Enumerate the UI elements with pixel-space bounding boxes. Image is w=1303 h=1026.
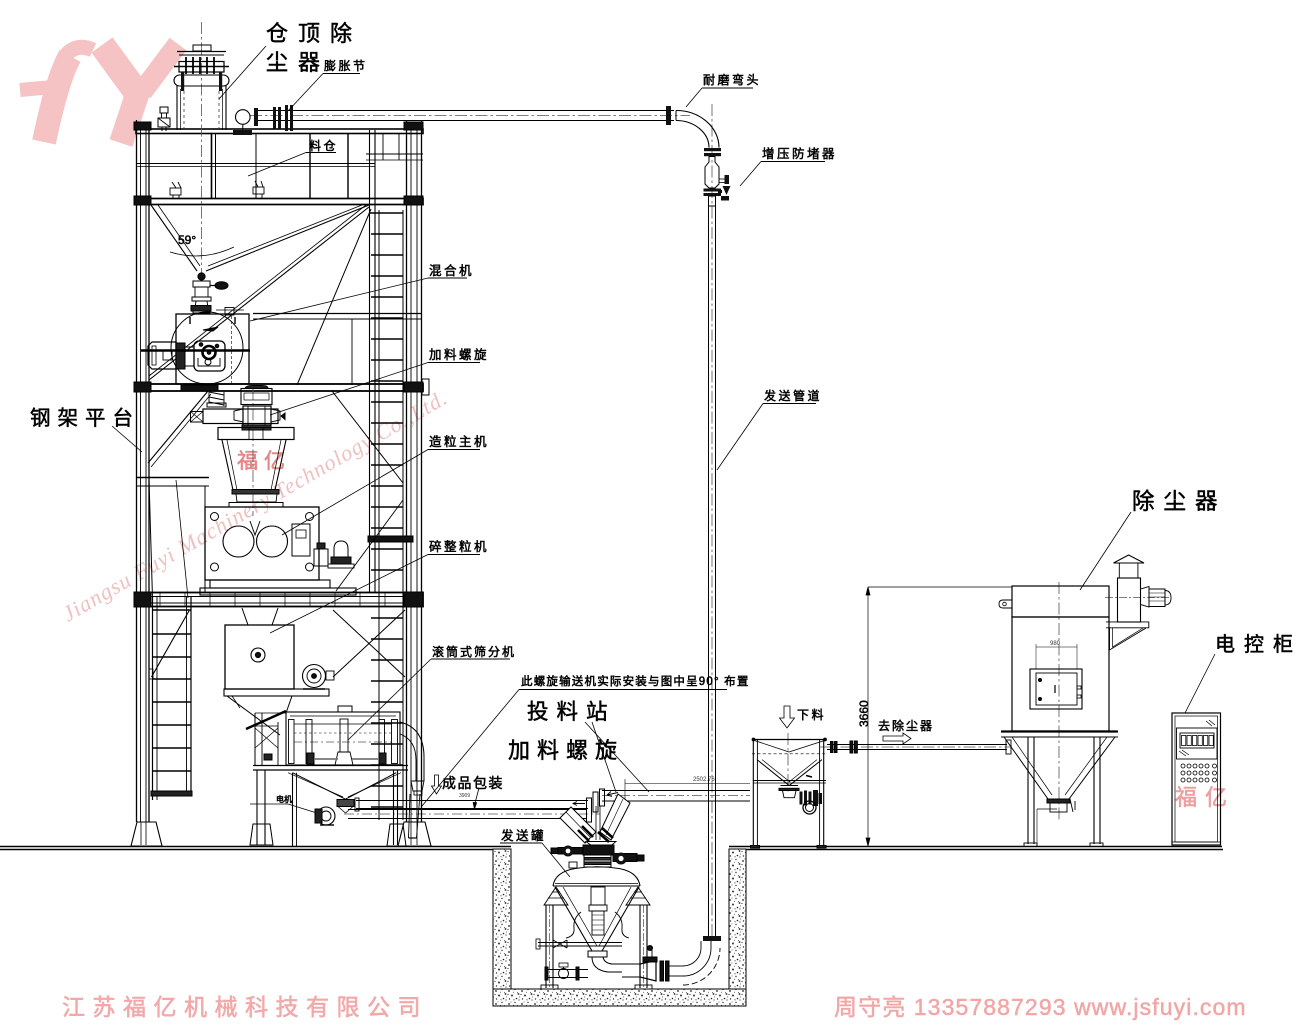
svg-text:仓顶除: 仓顶除 xyxy=(266,21,362,46)
svg-text:增压防堵器: 增压防堵器 xyxy=(762,146,837,161)
svg-text:滚筒式筛分机: 滚筒式筛分机 xyxy=(432,644,516,659)
svg-text:尘器: 尘器 xyxy=(266,50,330,75)
svg-text:膨胀节: 膨胀节 xyxy=(324,59,368,73)
svg-text:去除尘器: 去除尘器 xyxy=(878,718,934,733)
svg-text:周守亮 13357887293 www.jsfuyi.c: 周守亮 13357887293 www.jsfuyi.com xyxy=(834,994,1247,1020)
svg-text:发送罐: 发送罐 xyxy=(501,828,546,843)
svg-text:钢架平台: 钢架平台 xyxy=(30,407,140,430)
svg-text:2502.76: 2502.76 xyxy=(693,777,715,783)
svg-text:3909: 3909 xyxy=(459,793,470,799)
svg-text:福亿: 福亿 xyxy=(1175,785,1235,810)
svg-text:加料螺旋: 加料螺旋 xyxy=(429,348,489,362)
svg-text:电机: 电机 xyxy=(276,794,292,804)
svg-text:发送管道: 发送管道 xyxy=(764,388,822,403)
svg-text:980: 980 xyxy=(1050,641,1061,647)
svg-text:成品包装: 成品包装 xyxy=(442,775,504,791)
svg-text:59°: 59° xyxy=(178,233,196,247)
svg-text:加料螺旋: 加料螺旋 xyxy=(508,738,624,763)
svg-text:江苏福亿机械科技有限公司: 江苏福亿机械科技有限公司 xyxy=(62,994,428,1020)
svg-text:投料站: 投料站 xyxy=(527,700,616,724)
svg-text:料仓: 料仓 xyxy=(309,139,338,153)
svg-text:混合机: 混合机 xyxy=(429,263,474,278)
svg-text:造粒主机: 造粒主机 xyxy=(429,434,489,449)
svg-text:下料: 下料 xyxy=(797,708,826,722)
svg-text:3660: 3660 xyxy=(857,700,871,727)
svg-text:耐磨弯头: 耐磨弯头 xyxy=(703,72,761,87)
svg-text:福亿: 福亿 xyxy=(237,450,291,473)
svg-text:碎整粒机: 碎整粒机 xyxy=(429,539,489,554)
svg-text:此螺旋输送机实际安装与图中呈90° 布置: 此螺旋输送机实际安装与图中呈90° 布置 xyxy=(521,674,750,688)
svg-text:电控柜: 电控柜 xyxy=(1215,633,1302,656)
svg-text:除尘器: 除尘器 xyxy=(1132,489,1227,514)
